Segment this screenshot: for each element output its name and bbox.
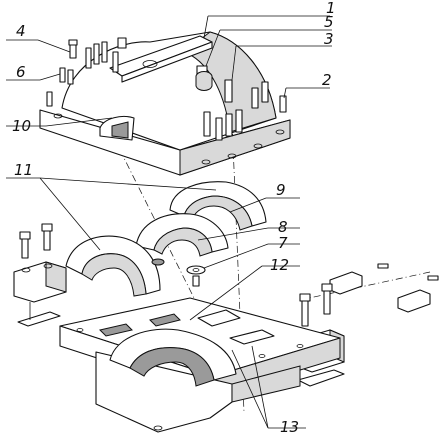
washer-and-screw xyxy=(151,258,206,287)
callout-9: 9 xyxy=(276,181,286,199)
callout-labels: 1 5 3 2 4 6 10 11 9 8 7 12 13 xyxy=(12,0,336,436)
cap-bolts xyxy=(46,37,287,141)
left-clamp-block xyxy=(13,223,67,327)
half-ring-11 xyxy=(65,235,161,297)
callout-2: 2 xyxy=(322,71,332,89)
callout-8: 8 xyxy=(278,218,288,236)
callout-11: 11 xyxy=(14,161,33,179)
callout-1: 1 xyxy=(326,0,336,17)
base-housing xyxy=(59,297,341,433)
leader-lines xyxy=(6,15,332,429)
callout-6: 6 xyxy=(16,63,26,81)
right-clamp-parts xyxy=(295,263,439,387)
callout-10: 10 xyxy=(12,117,31,135)
callout-12: 12 xyxy=(270,256,289,274)
callout-3: 3 xyxy=(324,30,334,48)
callout-7: 7 xyxy=(278,234,288,252)
callout-4: 4 xyxy=(16,22,26,40)
callout-13: 13 xyxy=(280,418,299,436)
bearing-liner-upper xyxy=(169,181,267,231)
bearing-liner-8 xyxy=(135,213,229,257)
callout-5: 5 xyxy=(324,13,334,31)
